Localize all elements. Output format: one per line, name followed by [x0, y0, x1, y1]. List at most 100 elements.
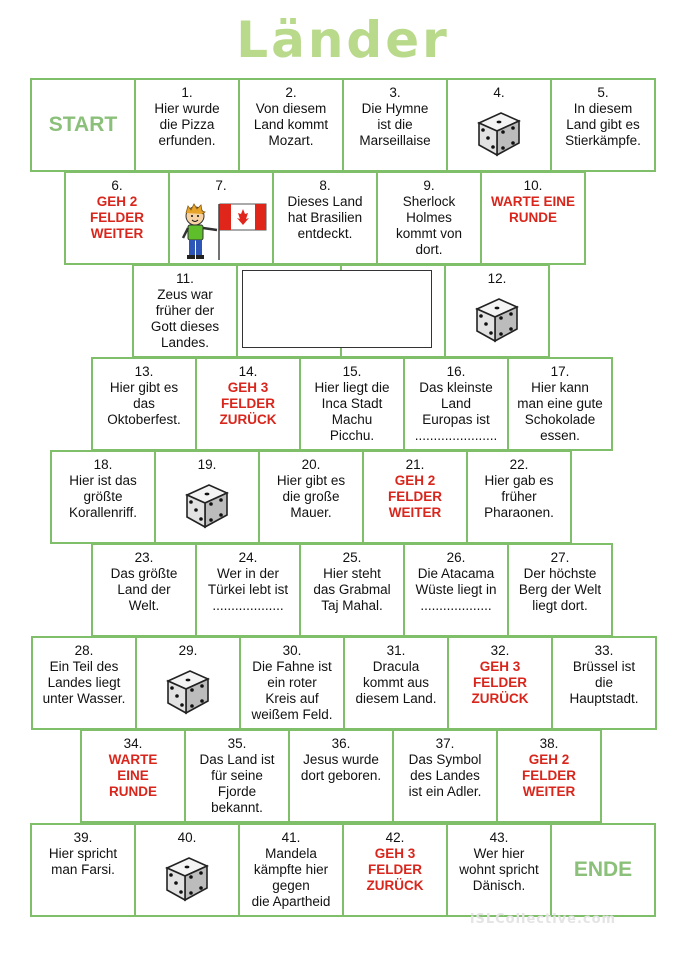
- board-cell: 36.Jesus wurde dort geboren.: [288, 729, 394, 823]
- cell-number: 32.: [490, 643, 510, 658]
- cell-number: 14.: [238, 364, 258, 379]
- cell-number: 12.: [487, 271, 507, 286]
- board-cell: 14.GEH 3 FELDER ZURÜCK: [195, 357, 301, 451]
- cell-number: 5.: [597, 85, 609, 100]
- question-text: Hier steht das Grabmal Taj Mahal.: [313, 566, 391, 613]
- board-cell: 41.Mandela kämpfte hier gegen die Aparth…: [238, 823, 344, 917]
- cell-number: 25.: [342, 550, 362, 565]
- cell-number: 36.: [331, 736, 351, 751]
- board-cell: 23.Das größte Land der Welt.: [91, 543, 197, 637]
- cell-number: 38.: [539, 736, 559, 751]
- board-cell: 37.Das Symbol des Landes ist ein Adler.: [392, 729, 498, 823]
- cell-number: 2.: [285, 85, 297, 100]
- action-text: GEH 3 FELDER ZURÜCK: [366, 846, 424, 893]
- question-text: Das kleinste Land Europas ist ..........…: [414, 380, 498, 443]
- board-cell: 6.GEH 2 FELDER WEITER: [64, 171, 170, 265]
- dice-icon: [165, 857, 209, 902]
- board-cell: 22.Hier gab es früher Pharaonen.: [466, 450, 572, 544]
- board-cell: 13.Hier gibt es das Oktoberfest.: [91, 357, 197, 451]
- cell-number: 18.: [93, 457, 113, 472]
- cell-number: 26.: [446, 550, 466, 565]
- action-text: GEH 3 FELDER ZURÜCK: [219, 380, 277, 427]
- board-cell: 10.WARTE EINE RUNDE: [480, 171, 586, 265]
- dice-icon: [166, 670, 210, 715]
- question-text: Dracula kommt aus diesem Land.: [355, 659, 437, 706]
- board-cell: 34.WARTE EINE RUNDE: [80, 729, 186, 823]
- cell-number: 40.: [177, 830, 197, 845]
- cell-number: 11.: [176, 271, 194, 286]
- cell-number: 15.: [342, 364, 362, 379]
- cell-number: 22.: [509, 457, 529, 472]
- question-text: Hier ist das größte Korallenriff.: [68, 473, 138, 520]
- question-text: Brüssel ist die Hauptstadt.: [569, 659, 639, 706]
- cell-number: 16.: [446, 364, 466, 379]
- cell-number: 10.: [523, 178, 543, 193]
- cell-number: 17.: [550, 364, 570, 379]
- board-cell: 15.Hier liegt die Inca Stadt Machu Picch…: [299, 357, 405, 451]
- question-text: Hier liegt die Inca Stadt Machu Picchu.: [314, 380, 390, 443]
- board-cell: 38.GEH 2 FELDER WEITER: [496, 729, 602, 823]
- dice-icon: [185, 484, 229, 529]
- end-cell: ENDE: [550, 823, 656, 917]
- action-text: GEH 2 FELDER WEITER: [388, 473, 442, 520]
- cell-number: 19.: [197, 457, 217, 472]
- board-cell: 26.Die Atacama Wüste liegt in ..........…: [403, 543, 509, 637]
- cell-number: 7.: [215, 178, 227, 193]
- question-text: Hier gibt es die große Mauer.: [276, 473, 346, 520]
- board-cell: 4.: [446, 78, 552, 172]
- board-cell: 2.Von diesem Land kommt Mozart.: [238, 78, 344, 172]
- question-text: Hier gibt es das Oktoberfest.: [107, 380, 181, 427]
- start-cell: START: [30, 78, 136, 172]
- action-text: WARTE EINE RUNDE: [108, 752, 158, 799]
- question-text: Das Land ist für seine Fjorde bekannt.: [199, 752, 275, 815]
- page-title: Länder: [236, 11, 450, 69]
- board-cell: 18.Hier ist das größte Korallenriff.: [50, 450, 156, 544]
- cell-number: 37.: [435, 736, 455, 751]
- board-cell: 25.Hier steht das Grabmal Taj Mahal.: [299, 543, 405, 637]
- cell-number: 24.: [238, 550, 258, 565]
- dice-icon: [477, 112, 521, 157]
- board-cell: 1.Hier wurde die Pizza erfunden.: [134, 78, 240, 172]
- board-cell: 28.Ein Teil des Landes liegt unter Wasse…: [31, 636, 137, 730]
- cell-number: 43.: [489, 830, 509, 845]
- cell-number: 13.: [134, 364, 154, 379]
- cell-number: 6.: [111, 178, 123, 193]
- cell-number: 35.: [227, 736, 247, 751]
- board-cell: 29.: [135, 636, 241, 730]
- board-cell: 43.Wer hier wohnt spricht Dänisch.: [446, 823, 552, 917]
- question-text: Wer hier wohnt spricht Dänisch.: [459, 846, 539, 893]
- question-text: Von diesem Land kommt Mozart.: [253, 101, 329, 148]
- cell-number: 9.: [423, 178, 435, 193]
- cell-label: ENDE: [573, 858, 633, 881]
- board-cell: 33.Brüssel ist die Hauptstadt.: [551, 636, 657, 730]
- cell-number: 29.: [178, 643, 198, 658]
- board-cell: 40.: [134, 823, 240, 917]
- watermark: iSLCollective.com: [470, 912, 617, 927]
- board-cell: 20.Hier gibt es die große Mauer.: [258, 450, 364, 544]
- question-text: Ein Teil des Landes liegt unter Wasser.: [42, 659, 126, 706]
- cell-number: 30.: [282, 643, 302, 658]
- cell-number: 20.: [301, 457, 321, 472]
- board-cell: 27.Der höchste Berg der Welt liegt dort.: [507, 543, 613, 637]
- cell-number: 1.: [181, 85, 193, 100]
- action-text: GEH 3 FELDER ZURÜCK: [471, 659, 529, 706]
- cell-number: 42.: [385, 830, 405, 845]
- question-text: Hier gab es früher Pharaonen.: [484, 473, 554, 520]
- board-cell: 24.Wer in der Türkei lebt ist ..........…: [195, 543, 301, 637]
- question-text: Die Fahne ist ein roter Kreis auf weißem…: [251, 659, 333, 722]
- board-cell: 9.Sherlock Holmes kommt von dort.: [376, 171, 482, 265]
- action-text: WARTE EINE RUNDE: [490, 194, 575, 225]
- cell-number: 4.: [493, 85, 505, 100]
- question-text: Hier wurde die Pizza erfunden.: [154, 101, 220, 148]
- board-cell: 16.Das kleinste Land Europas ist .......…: [403, 357, 509, 451]
- board-cell: 39.Hier spricht man Farsi.: [30, 823, 136, 917]
- board-cell: 17.Hier kann man eine gute Schokolade es…: [507, 357, 613, 451]
- question-text: Das Symbol des Landes ist ein Adler.: [408, 752, 482, 799]
- question-text: Die Hymne ist die Marseillaise: [359, 101, 431, 148]
- question-text: In diesem Land gibt es Stierkämpfe.: [565, 101, 641, 148]
- cell-number: 31.: [386, 643, 406, 658]
- board-cell: 35.Das Land ist für seine Fjorde bekannt…: [184, 729, 290, 823]
- cell-number: 28.: [74, 643, 94, 658]
- question-text: Das größte Land der Welt.: [110, 566, 178, 613]
- cell-number: 34.: [123, 736, 143, 751]
